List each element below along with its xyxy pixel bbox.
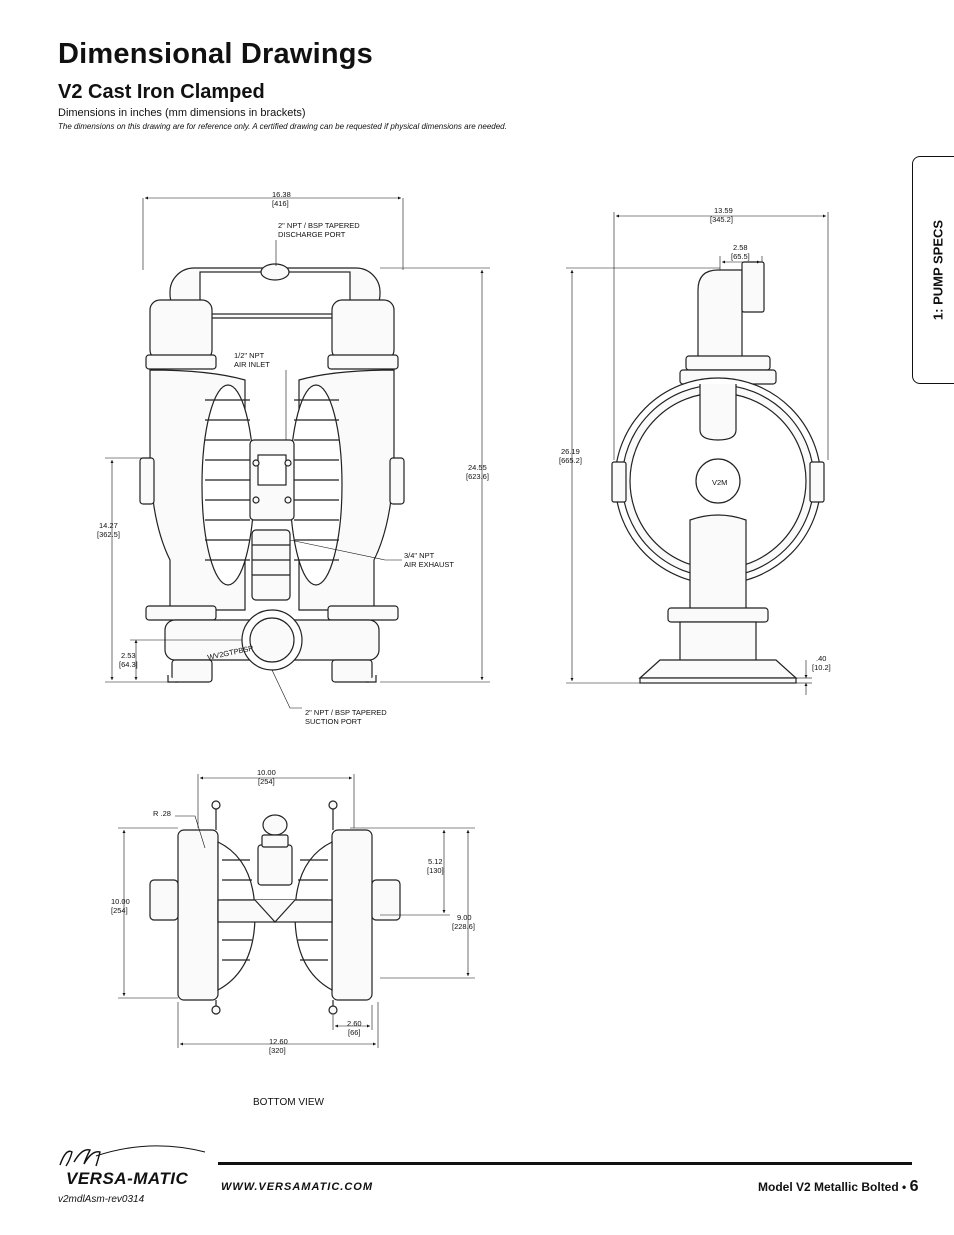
footer-model-text: Model V2 Metallic Bolted • <box>758 1180 910 1194</box>
section-tab: 1: PUMP SPECS <box>912 156 954 384</box>
depth-in: 9.00 <box>457 913 472 922</box>
document-id: v2mdlAsm-rev0314 <box>58 1194 145 1205</box>
suction-callout-2: SUCTION PORT <box>305 717 362 726</box>
front-height-mm: [623.6] <box>466 472 489 481</box>
brand-logo: VERSA-MATIC <box>66 1169 189 1188</box>
air-inlet-callout-2: AIR INLET <box>234 360 270 369</box>
side-width-in: 13.59 <box>714 206 733 215</box>
side-height-in: 26.19 <box>561 447 580 456</box>
side-base-in: .40 <box>816 654 826 663</box>
half-depth-mm: [130] <box>427 866 444 875</box>
suction-callout-1: 2" NPT / BSP TAPERED <box>305 708 387 717</box>
side-stamp: V2M <box>712 478 727 487</box>
bolt-span-in: 10.00 <box>257 768 276 777</box>
bottom-left-height-mm: [254] <box>111 906 128 915</box>
side-width-mm: [345.2] <box>710 215 733 224</box>
front-height-in: 24.55 <box>468 463 487 472</box>
half-depth-in: 5.12 <box>428 857 443 866</box>
page-title: Dimensional Drawings <box>58 38 374 70</box>
air-exhaust-callout-1: 3/4" NPT <box>404 551 435 560</box>
footer-rule <box>218 1162 912 1165</box>
inlet-height-mm: [362.5] <box>97 530 120 539</box>
suction-height-mm: [64.3] <box>119 660 138 669</box>
website-link[interactable]: WWW.VERSAMATIC.COM <box>221 1181 374 1193</box>
units-note: Dimensions in inches (mm dimensions in b… <box>58 107 306 119</box>
foot-mm: [66] <box>348 1028 361 1037</box>
front-width-mm: [416] <box>272 199 289 208</box>
front-view <box>139 263 405 683</box>
foot-in: 2.60 <box>347 1019 362 1028</box>
bottom-width-mm: [320] <box>269 1046 286 1055</box>
discharge-callout-1: 2" NPT / BSP TAPERED <box>278 221 360 230</box>
suction-height-in: 2.53 <box>121 651 136 660</box>
bottom-width-in: 12.60 <box>269 1037 288 1046</box>
side-base-mm: [10.2] <box>812 663 831 672</box>
side-view <box>611 261 825 684</box>
front-width-in: 16.38 <box>272 190 291 199</box>
bottom-view-label: BOTTOM VIEW <box>253 1097 324 1108</box>
brand-logo-mark <box>59 1145 206 1167</box>
inlet-height-in: 14.27 <box>99 521 118 530</box>
side-height-mm: [665.2] <box>559 456 582 465</box>
side-offset-in: 2.58 <box>733 243 748 252</box>
bottom-left-height-in: 10.00 <box>111 897 130 906</box>
air-inlet-callout-1: 1/2" NPT <box>234 351 265 360</box>
footer-model: Model V2 Metallic Bolted • 6 <box>758 1178 918 1196</box>
air-exhaust-callout-2: AIR EXHAUST <box>404 560 454 569</box>
discharge-callout-2: DISCHARGE PORT <box>278 230 346 239</box>
radius-dim: R .28 <box>153 809 171 818</box>
page-subtitle: V2 Cast Iron Clamped <box>58 81 265 103</box>
bottom-view <box>149 800 401 1015</box>
bolt-span-mm: [254] <box>258 777 275 786</box>
page-number: 6 <box>909 1178 919 1195</box>
depth-mm: [228.6] <box>452 922 475 931</box>
side-offset-mm: [65.5] <box>731 252 750 261</box>
disclaimer-note: The dimensions on this drawing are for r… <box>58 122 507 131</box>
